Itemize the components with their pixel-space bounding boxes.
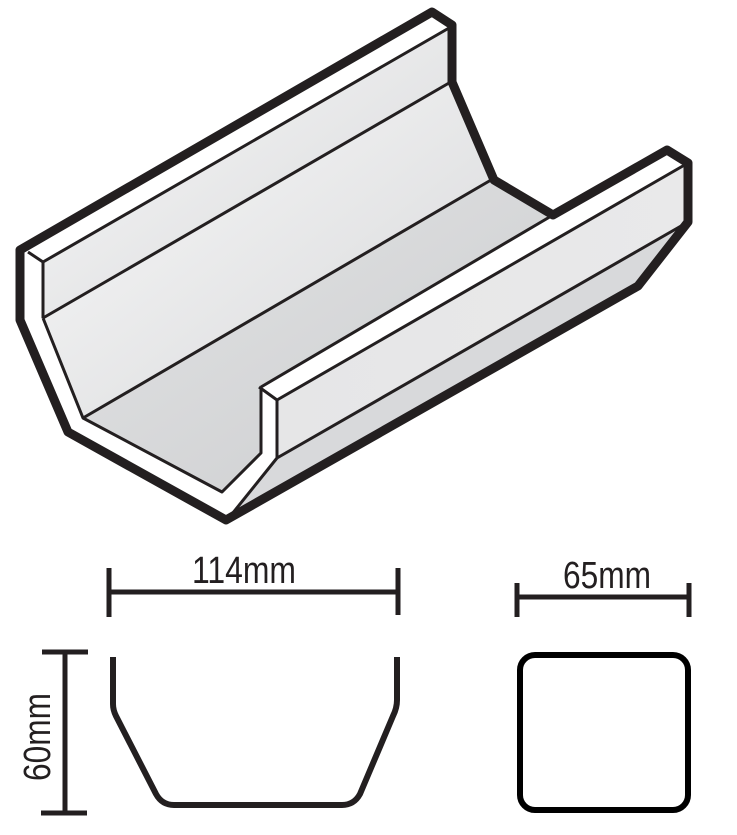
front-underside-face bbox=[232, 222, 688, 514]
end-section-square bbox=[517, 652, 691, 813]
height-dimension: 60mm bbox=[17, 649, 88, 816]
height-label: 60mm bbox=[17, 693, 59, 781]
gutter-outline bbox=[15, 7, 693, 525]
section-width-label: 65mm bbox=[563, 555, 651, 597]
width-dimension: 114mm bbox=[106, 550, 401, 617]
back-wall-face bbox=[43, 28, 449, 318]
front-lip-top bbox=[259, 150, 688, 400]
back-slope-face bbox=[43, 83, 491, 418]
gutter-profile bbox=[110, 657, 400, 808]
width-label: 114mm bbox=[192, 550, 296, 592]
floor-face bbox=[83, 180, 553, 492]
section-width-dimension: 65mm bbox=[514, 555, 692, 617]
front-wall-face bbox=[277, 163, 688, 458]
isometric-gutter bbox=[15, 7, 693, 525]
left-end-edge bbox=[22, 250, 277, 518]
